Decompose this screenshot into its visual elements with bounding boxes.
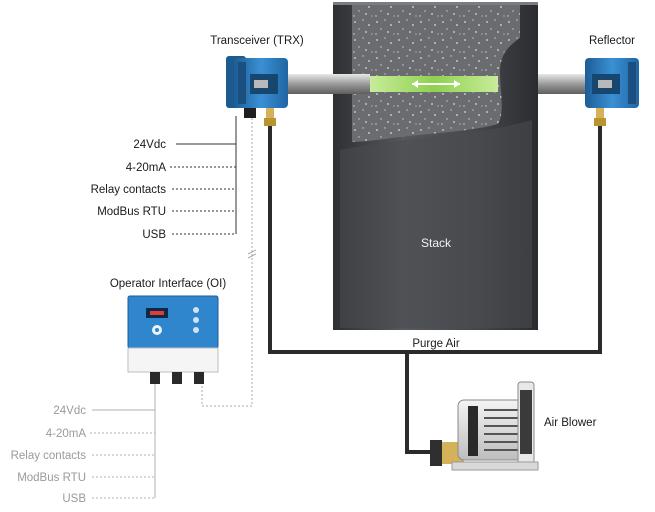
oi-output-label: 4-20mA <box>46 428 87 440</box>
trx-output-label: ModBus RTU <box>97 206 166 218</box>
oi-wiring <box>90 384 156 499</box>
purge-tube-right <box>538 74 586 94</box>
trx-output-label: 24Vdc <box>133 139 166 151</box>
trx-output-label: USB <box>142 229 166 241</box>
transceiver-unit <box>226 56 288 126</box>
air-blower-label: Air Blower <box>544 417 597 429</box>
trx-oi-link <box>201 118 253 407</box>
oi-output-label: 24Vdc <box>53 405 86 417</box>
oi-output-label: ModBus RTU <box>17 472 86 484</box>
trx-output-label: Relay contacts <box>91 184 167 196</box>
operator-interface-label: Operator Interface (OI) <box>110 278 226 290</box>
measurement-beam <box>370 76 498 92</box>
stack <box>333 2 538 330</box>
reflector-unit <box>585 58 639 126</box>
reflector-label: Reflector <box>589 35 635 47</box>
oi-output-label: USB <box>62 493 86 505</box>
trx-wiring <box>170 116 237 235</box>
stack-label: Stack <box>421 236 452 250</box>
break-mark <box>247 249 257 259</box>
trx-output-label: 4-20mA <box>126 162 167 174</box>
purge-air-label: Purge Air <box>412 338 459 350</box>
purge-air-pipe <box>268 126 602 454</box>
air-blower <box>430 381 539 471</box>
transceiver-label: Transceiver (TRX) <box>210 35 304 47</box>
purge-tube-left <box>288 74 370 94</box>
oi-output-label: Relay contacts <box>11 450 87 462</box>
operator-interface-unit <box>127 295 219 384</box>
